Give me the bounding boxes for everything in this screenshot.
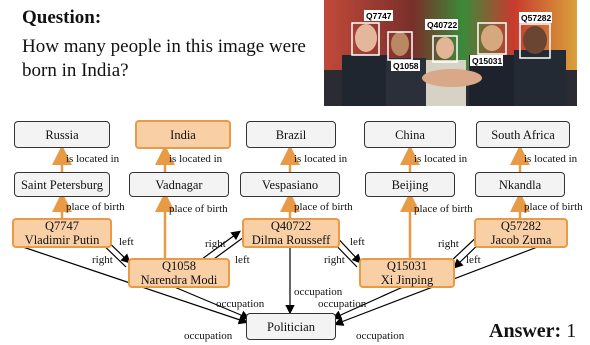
question-text: How many people in this image were born … [22, 36, 306, 81]
person-putin: Q7747 Vladimir Putin [12, 218, 112, 248]
edge-label-left-3: left [350, 236, 365, 248]
node-south-africa: South Africa [476, 121, 570, 148]
node-vespasiano: Vespasiano [240, 172, 340, 197]
node-vadnagar: Vadnagar [129, 172, 229, 197]
edge-label-occupation-zuma: occupation [356, 330, 405, 342]
person-putin-name: Vladimir Putin [24, 233, 100, 247]
edge-label-pob-rousseff: place of birth [294, 201, 353, 213]
edge-label-located-in-4: is located in [414, 153, 468, 165]
node-brazil: Brazil [246, 121, 336, 148]
node-politician: Politician [246, 313, 336, 340]
person-modi-qid: Q1058 [161, 259, 197, 273]
edge-label-right-4: right [438, 238, 459, 250]
person-xi-qid: Q15031 [386, 259, 428, 273]
node-nkandla: Nkandla [475, 172, 565, 197]
answer-value: 1 [566, 320, 577, 342]
leaders-photo: Q7747 Q1058 Q40722 Q15031 Q57282 [324, 0, 577, 106]
photo-label-zuma: Q57282 [521, 13, 552, 23]
photo-label-putin: Q7747 [366, 11, 392, 21]
edge-label-occupation-xi: occupation [318, 298, 367, 310]
person-rousseff-qid: Q40722 [270, 219, 312, 233]
node-saint-petersburg: Saint Petersburg [14, 172, 110, 197]
person-modi: Q1058 Narendra Modi [128, 258, 230, 288]
question-heading: Question: [22, 7, 102, 28]
node-russia: Russia [14, 121, 110, 148]
edge-label-left-1: left [119, 236, 134, 248]
edge-label-right-3: right [324, 254, 345, 266]
person-xi-name: Xi Jinping [380, 273, 434, 287]
person-modi-name: Narendra Modi [140, 273, 218, 287]
person-zuma-qid: Q57282 [500, 219, 542, 233]
edge-label-located-in-1: is located in [66, 153, 120, 165]
photo-label-modi: Q1058 [393, 61, 419, 71]
person-rousseff: Q40722 Dilma Rousseff [242, 218, 340, 248]
edge-label-right-2: right [205, 238, 226, 250]
edge-label-occupation-putin: occupation [184, 330, 233, 342]
edge-label-left-2: left [235, 254, 250, 266]
edge-label-pob-zuma: place of birth [524, 201, 583, 213]
edge-label-left-4: left [466, 254, 481, 266]
person-xi: Q15031 Xi Jinping [359, 258, 455, 288]
edge-label-located-in-3: is located in [294, 153, 348, 165]
answer-label: Answer: [489, 320, 562, 342]
edge-label-located-in-2: is located in [169, 153, 223, 165]
person-zuma-name: Jacob Zuma [490, 233, 552, 247]
person-rousseff-name: Dilma Rousseff [251, 233, 331, 247]
edge-label-occupation-rousseff: occupation [294, 286, 343, 298]
photo-label-rousseff: Q40722 [427, 20, 458, 30]
person-zuma: Q57282 Jacob Zuma [474, 218, 568, 248]
photo-label-xi: Q15031 [472, 56, 503, 66]
edge-label-occupation-modi: occupation [216, 298, 265, 310]
edge-label-located-in-5: is located in [524, 153, 578, 165]
edge-label-pob-xi: place of birth [414, 203, 473, 215]
node-beijing: Beijing [365, 172, 455, 197]
person-putin-qid: Q7747 [44, 219, 80, 233]
node-india: India [135, 120, 231, 149]
node-china: China [364, 121, 456, 148]
edge-label-right-1: right [92, 254, 113, 266]
edge-label-pob-modi: place of birth [169, 203, 228, 215]
answer: Answer: 1 [489, 320, 576, 343]
edge-label-pob-putin: place of birth [66, 201, 125, 213]
